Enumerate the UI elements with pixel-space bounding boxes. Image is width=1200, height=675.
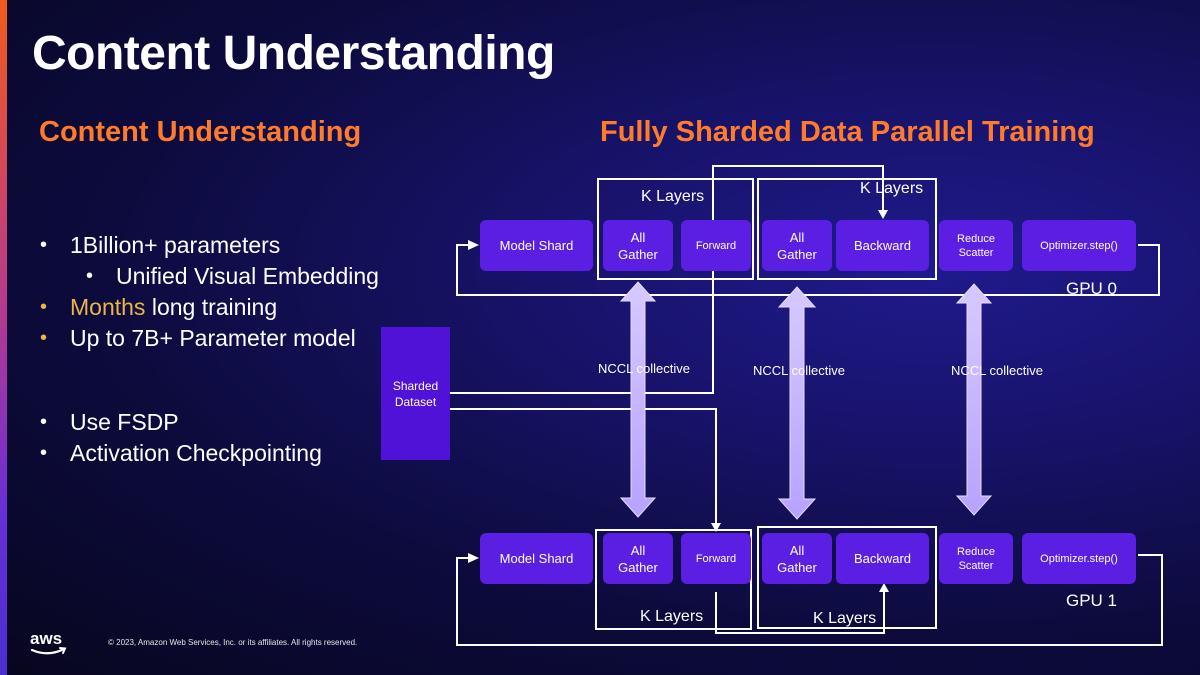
- nccl-collective-label: NCCL collective: [598, 361, 690, 376]
- dataset-line: [450, 408, 717, 525]
- gpu0-all-gather-block: All Gather: [762, 220, 832, 271]
- k-layers-frame: [757, 526, 937, 629]
- k-layers-frame: [757, 178, 937, 280]
- bullet-text: 1Billion+ parameters: [70, 232, 281, 258]
- k-layers-label: K Layers: [813, 610, 877, 627]
- gpu1-forward-block: Forward: [681, 533, 751, 584]
- nccl-arrow: [619, 281, 657, 518]
- bullet-item: Months long training: [40, 292, 379, 323]
- k-layers-frame: [595, 529, 752, 630]
- bullet-text: long training: [145, 294, 278, 320]
- forward-backward-line: [715, 590, 885, 634]
- gpu0-optimizer-block: Optimizer.step(): [1022, 220, 1136, 271]
- accent-bar: [0, 0, 7, 675]
- arrowhead: [711, 523, 721, 532]
- bullet-item: Activation Checkpointing: [40, 438, 322, 469]
- nccl-arrow: [955, 283, 993, 516]
- bullet-item: 1Billion+ parameters: [40, 230, 379, 261]
- gpu1-optimizer-block: Optimizer.step(): [1022, 533, 1136, 584]
- gpu0-reduce-scatter-block: Reduce Scatter: [939, 220, 1013, 271]
- nccl-collective-label: NCCL collective: [753, 363, 845, 378]
- sharded-dataset-block: Sharded Dataset: [381, 327, 450, 460]
- gpu1-loop-line: [456, 554, 1163, 646]
- gpu1-backward-block: Backward: [836, 533, 929, 584]
- svg-text:aws: aws: [30, 629, 62, 648]
- gpu0-label: GPU 0: [1066, 279, 1118, 298]
- k-layers-label: K Layers: [641, 188, 705, 205]
- left-heading: Content Understanding: [39, 116, 362, 148]
- k-layers-label: K Layers: [860, 180, 924, 197]
- bullet-list-primary: 1Billion+ parameters Unified Visual Embe…: [40, 230, 379, 354]
- bullet-item: Up to 7B+ Parameter model: [40, 323, 379, 354]
- bullet-text: Activation Checkpointing: [70, 440, 322, 466]
- gpu0-model-shard-block: Model Shard: [480, 220, 593, 271]
- gpu1-model-shard-block: Model Shard: [480, 533, 593, 584]
- gpu1-reduce-scatter-block: Reduce Scatter: [939, 533, 1013, 584]
- arrowhead: [879, 583, 889, 592]
- right-heading: Fully Sharded Data Parallel Training: [600, 116, 1095, 148]
- nccl-collective-label: NCCL collective: [951, 363, 1043, 378]
- gpu0-loop-line: [456, 244, 1160, 296]
- slide-title: Content Understanding: [32, 27, 555, 80]
- nccl-arrow: [777, 286, 817, 520]
- arrowhead: [468, 240, 479, 250]
- gpu1-label: GPU 1: [1066, 591, 1118, 610]
- k-layers-frame: [597, 178, 754, 280]
- bullet-highlight: Months: [70, 294, 146, 320]
- gpu0-all-gather-block: All Gather: [603, 220, 673, 271]
- k-layers-label: K Layers: [640, 608, 704, 625]
- arrowhead: [878, 210, 888, 219]
- bullet-list-secondary: Use FSDP Activation Checkpointing: [40, 407, 322, 469]
- gpu1-all-gather-block: All Gather: [603, 533, 673, 584]
- bullet-text: Unified Visual Embedding: [116, 263, 379, 289]
- dataset-line: [450, 165, 884, 394]
- gpu0-forward-block: Forward: [681, 220, 751, 271]
- arrowhead: [468, 553, 479, 563]
- copyright-footer: © 2023, Amazon Web Services, Inc. or its…: [108, 638, 358, 647]
- gpu0-backward-block: Backward: [836, 220, 929, 271]
- bullet-item: Use FSDP: [40, 407, 322, 438]
- bullet-text: Up to 7B+ Parameter model: [70, 325, 356, 351]
- bullet-sub-item: Unified Visual Embedding: [40, 261, 379, 292]
- bullet-text: Use FSDP: [70, 409, 179, 435]
- aws-logo-icon: aws: [30, 629, 67, 655]
- gpu1-all-gather-block: All Gather: [762, 533, 832, 584]
